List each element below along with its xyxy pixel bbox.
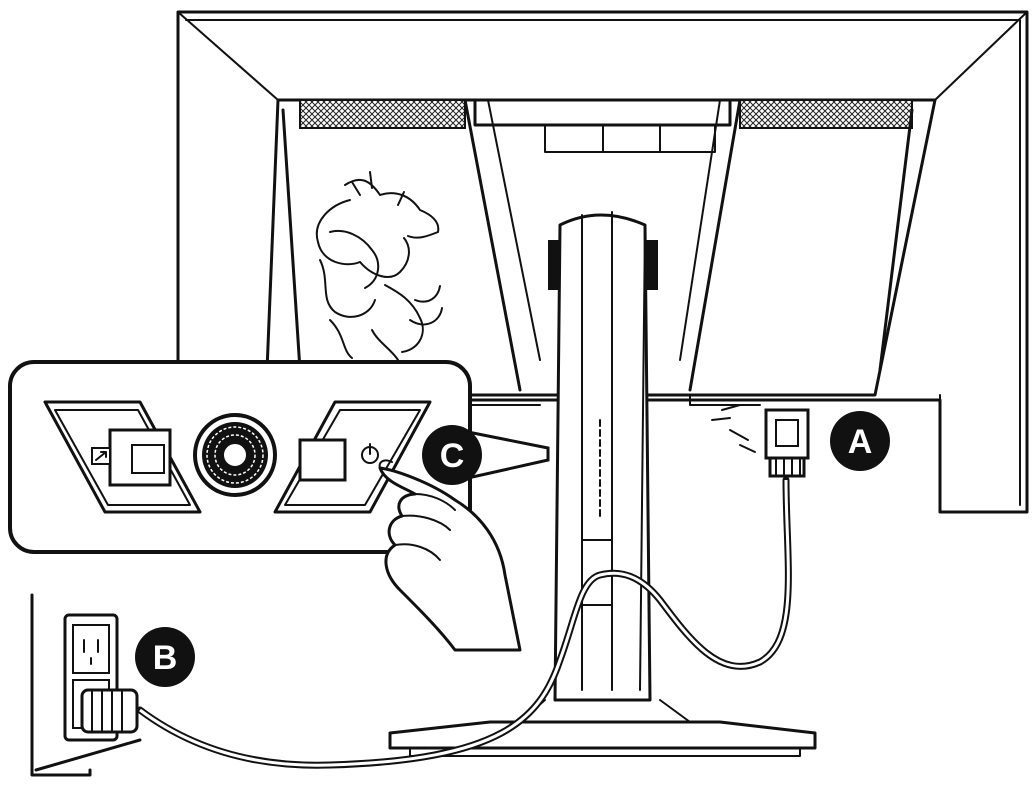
dragon-logo-icon [315,171,443,361]
left-vent [299,99,466,129]
navi-key-icon [193,413,277,497]
callout-c-label: C [440,437,465,475]
control-panel-inset [8,360,550,554]
callout-a-label: A [848,423,873,461]
power-plug-monitor [764,408,810,460]
power-cable [136,404,810,769]
callout-b-label: B [153,639,178,677]
input-source-icon [91,447,111,465]
wall-outlet [30,593,142,777]
power-plug-wall [80,688,139,734]
callout-a: A [830,411,890,471]
hand-pointing [378,459,522,652]
right-vent [739,99,913,129]
callout-c: C [422,425,482,485]
callout-b: B [135,627,195,687]
power-button-icon [361,443,379,464]
